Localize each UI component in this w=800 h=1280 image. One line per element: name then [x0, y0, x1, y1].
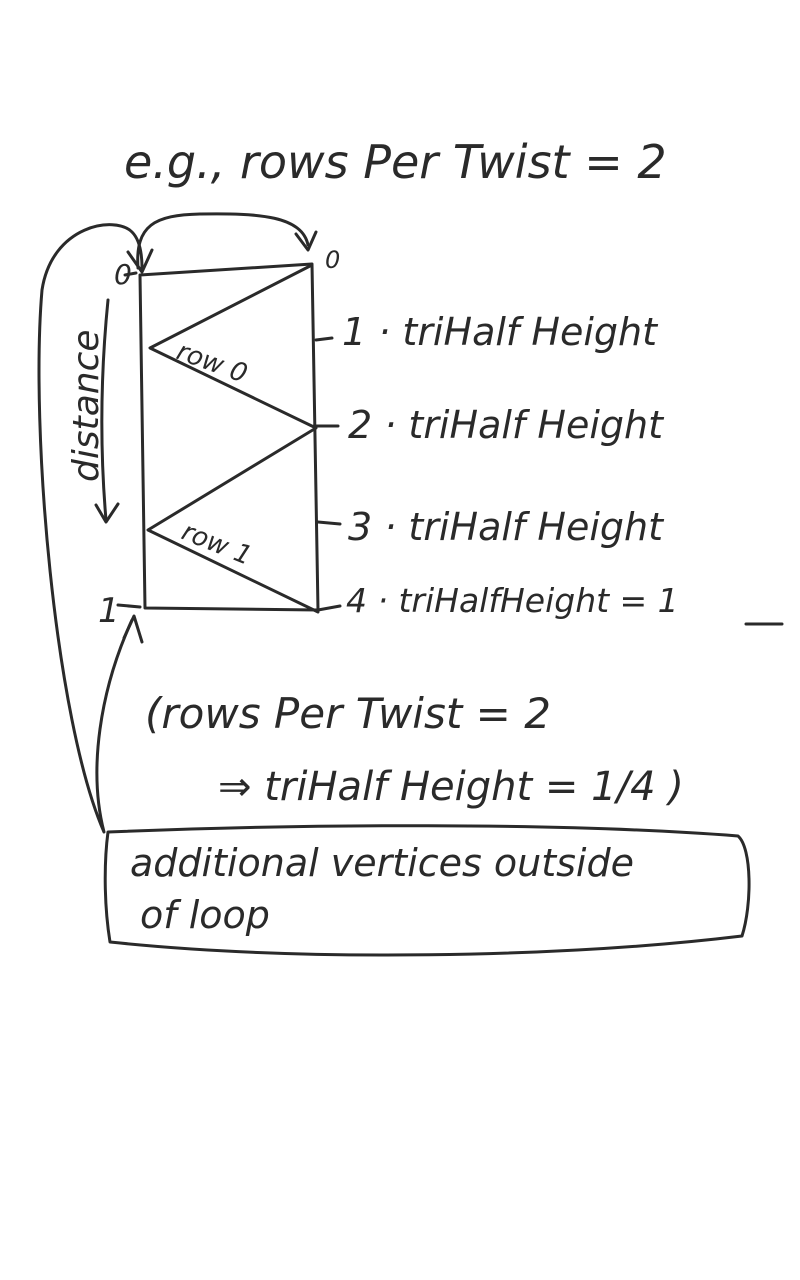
height-label: 4 · triHalfHeight = 1	[346, 581, 679, 620]
top-arch-arrow	[136, 212, 318, 270]
distance-arrow	[94, 298, 120, 524]
box-line-1: additional vertices outside	[130, 841, 634, 885]
distance-label: distance	[66, 329, 107, 482]
additional-vertices-box	[103, 824, 751, 957]
left-one-label: 1	[98, 591, 120, 631]
left-loop-arrow	[37, 223, 154, 834]
left-one-tick	[116, 603, 142, 609]
height-ticks	[312, 336, 342, 612]
height-label: 3 · triHalf Height	[348, 505, 665, 549]
zigzag-edges	[146, 264, 320, 614]
box-line-2: of loop	[140, 893, 270, 937]
height-label: 1 · triHalf Height	[342, 310, 659, 354]
top-right-zero-label: 0	[325, 246, 340, 274]
height-label: 2 · triHalf Height	[348, 403, 665, 447]
row-label: row 0	[173, 336, 252, 389]
note-line-1: (rows Per Twist = 2	[145, 689, 551, 738]
note-line-2: ⇒ triHalf Height = 1/4 )	[218, 764, 684, 810]
left-zero-label: 0	[114, 258, 132, 291]
left-zero-tick	[123, 271, 138, 277]
diagram-title: e.g., rows Per Twist = 2	[124, 135, 667, 189]
